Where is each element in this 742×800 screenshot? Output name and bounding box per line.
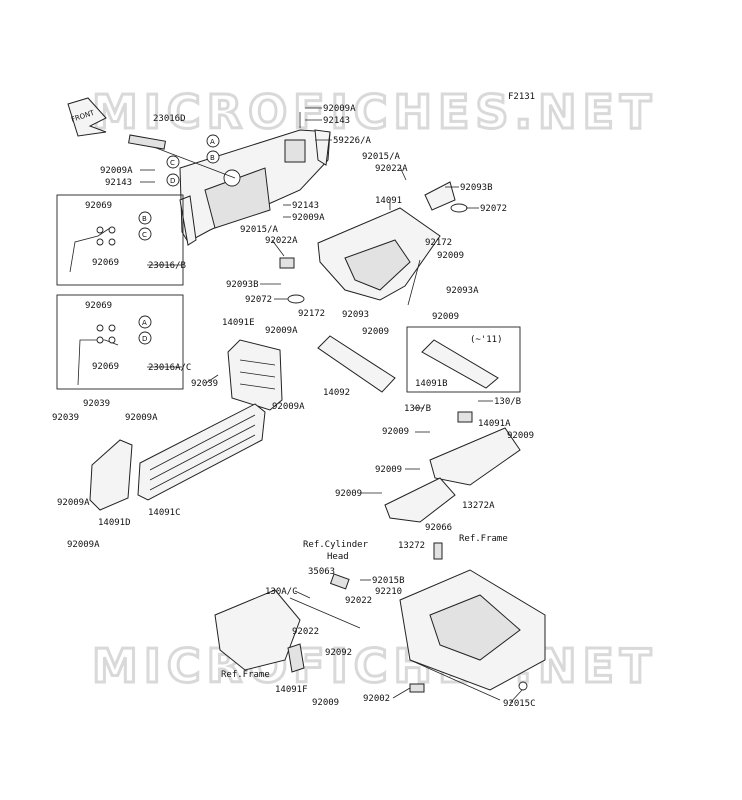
label-92143: 92143 [292,201,319,211]
label-92072: 92072 [480,204,507,214]
label-92009: 92009 [312,698,339,708]
label-92072: 92072 [245,295,272,305]
label-14091D: 14091D [98,518,131,528]
label-92009A: 92009A [265,326,298,336]
label-130AC: 130A/C [265,587,298,597]
label-92039: 92039 [83,399,110,409]
label-92022A: 92022A [375,164,408,174]
label-92069: 92069 [92,258,119,268]
diagram-code: F2131 [508,92,535,102]
svg-text:A: A [142,319,147,327]
label-92093A: 92093A [446,286,479,296]
label-92015A: 92015/A [240,225,279,235]
label-92009: 92009 [362,327,389,337]
label-92069: 92069 [92,362,119,372]
front-arrow-icon: FRONT [67,97,107,137]
label-92143: 92143 [323,116,350,126]
label-14091F: 14091F [275,685,308,695]
label-92009: 92009 [335,489,362,499]
label-92015C: 92015C [503,699,536,709]
label-92015A: 92015/A [362,152,401,162]
label-14091B: 14091B [415,379,448,389]
label-130B: 130/B [494,397,521,407]
part-labels: 92009A 92143 23016D 59226/A 92009A 92143… [52,104,536,709]
svg-text:D: D [170,177,175,185]
label-92039: 92039 [191,379,218,389]
label-14091E: 14091E [222,318,255,328]
label-ref-frame: Ref.Frame [459,534,508,544]
label-92093B: 92093B [460,183,493,193]
panel-13272 [384,477,456,523]
label-92172: 92172 [298,309,325,319]
label-92022: 92022 [292,627,319,637]
plate-14091D [89,439,133,511]
hose-detail-box-1 [56,194,184,286]
label-ref-cylinder-head: Head [327,552,349,562]
label-92069: 92069 [85,201,112,211]
label-92009A: 92009A [292,213,325,223]
label-92039: 92039 [52,413,79,423]
svg-text:A: A [210,138,215,146]
tray-14091 [317,207,441,306]
svg-text:B: B [210,154,215,162]
inset-note: (~'11) [470,335,503,345]
svg-text:B: B [142,215,147,223]
label-92009: 92009 [382,427,409,437]
label-35063: 35063 [308,567,335,577]
label-92210: 92210 [375,587,402,597]
label-23016D: 23016D [153,114,186,124]
label-92143: 92143 [105,178,132,188]
label-92009A: 92009A [57,498,90,508]
label-92069: 92069 [85,301,112,311]
label-92009: 92009 [375,465,402,475]
label-92066: 92066 [425,523,452,533]
label-92092: 92092 [325,648,352,658]
label-92022: 92022 [345,596,372,606]
cover-14091E [227,339,283,411]
label-13272A: 13272A [462,501,495,511]
label-92009A: 92009A [100,166,133,176]
svg-text:D: D [142,335,147,343]
label-59226A: 59226/A [333,136,372,146]
label-92015B: 92015B [372,576,405,586]
label-92002: 92002 [363,694,390,704]
label-14091C: 14091C [148,508,181,518]
label-14091: 14091 [375,196,402,206]
label-130B: 130/B [404,404,431,414]
guard-14092 [317,335,396,393]
label-92172: 92172 [425,238,452,248]
svg-text:C: C [142,231,147,239]
label-92009: 92009 [437,251,464,261]
panel-14091A [429,427,521,486]
label-92009: 92009 [507,431,534,441]
label-14091A: 14091A [478,419,511,429]
watermark-top: MICROFICHES.NET [92,85,657,139]
leader-lines [140,107,523,704]
label-92009A: 92009A [323,104,356,114]
label-ref-cylinder: Ref.Cylinder [303,540,369,550]
svg-text:C: C [170,159,175,167]
label-92093B: 92093B [226,280,259,290]
label-92022A: 92022A [265,236,298,246]
label-92009A: 92009A [125,413,158,423]
label-92093: 92093 [342,310,369,320]
label-92009A: 92009A [272,402,305,412]
callouts-top: A B C D [166,134,220,187]
label-ref-frame: Ref.Frame [221,670,270,680]
label-13272: 13272 [398,541,425,551]
label-92009: 92009 [432,312,459,322]
hose-detail-box-2 [56,294,184,390]
frame-assembly [214,542,546,701]
label-92009A: 92009A [67,540,100,550]
cover-14091C [137,403,266,501]
inset-box-early-model [406,326,521,393]
label-23016AC: 23016A/C [148,363,191,373]
label-23016B: 23016/B [148,261,186,271]
label-14092: 14092 [323,388,350,398]
watermark-bottom: MICROFICHES.NET [92,639,657,693]
